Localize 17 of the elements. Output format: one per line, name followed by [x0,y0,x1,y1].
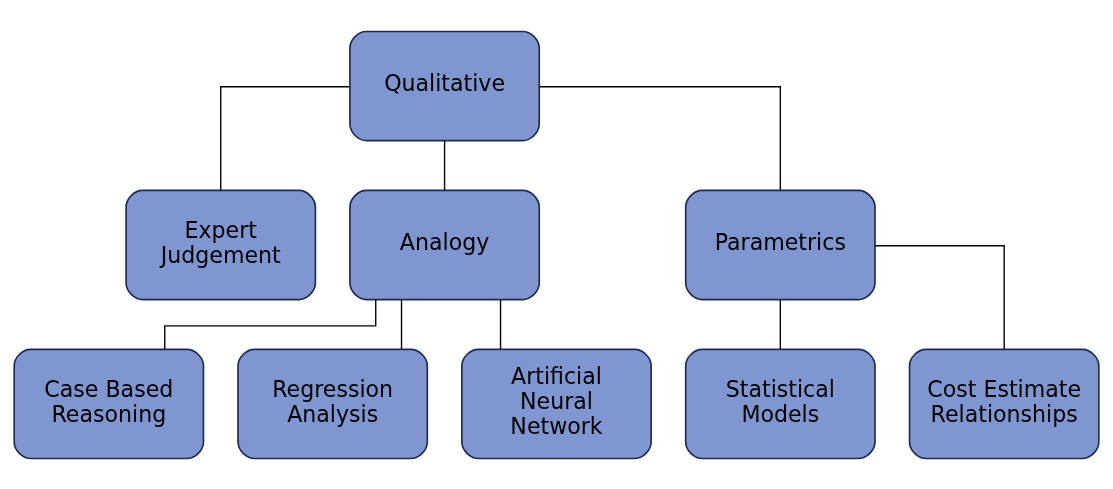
connector [779,298,782,350]
connector [499,298,502,350]
node-box: Statistical Models [684,348,876,459]
connector [443,139,446,191]
node-box: Cost Estimate Relationships [908,348,1100,459]
node-box: Expert Judgement [125,189,317,300]
connector [538,85,782,191]
connector [220,85,351,191]
connector [400,298,403,350]
node-box: Analogy [349,189,541,300]
connector [874,244,1005,350]
node-box: Parametrics [684,189,876,300]
node-box: Artificial Neural Network [461,348,652,459]
node-box: Case Based Reasoning [13,348,205,459]
node-box: Qualitative [349,30,541,141]
connector [164,298,377,350]
node-box: Regression Analysis [237,348,429,459]
